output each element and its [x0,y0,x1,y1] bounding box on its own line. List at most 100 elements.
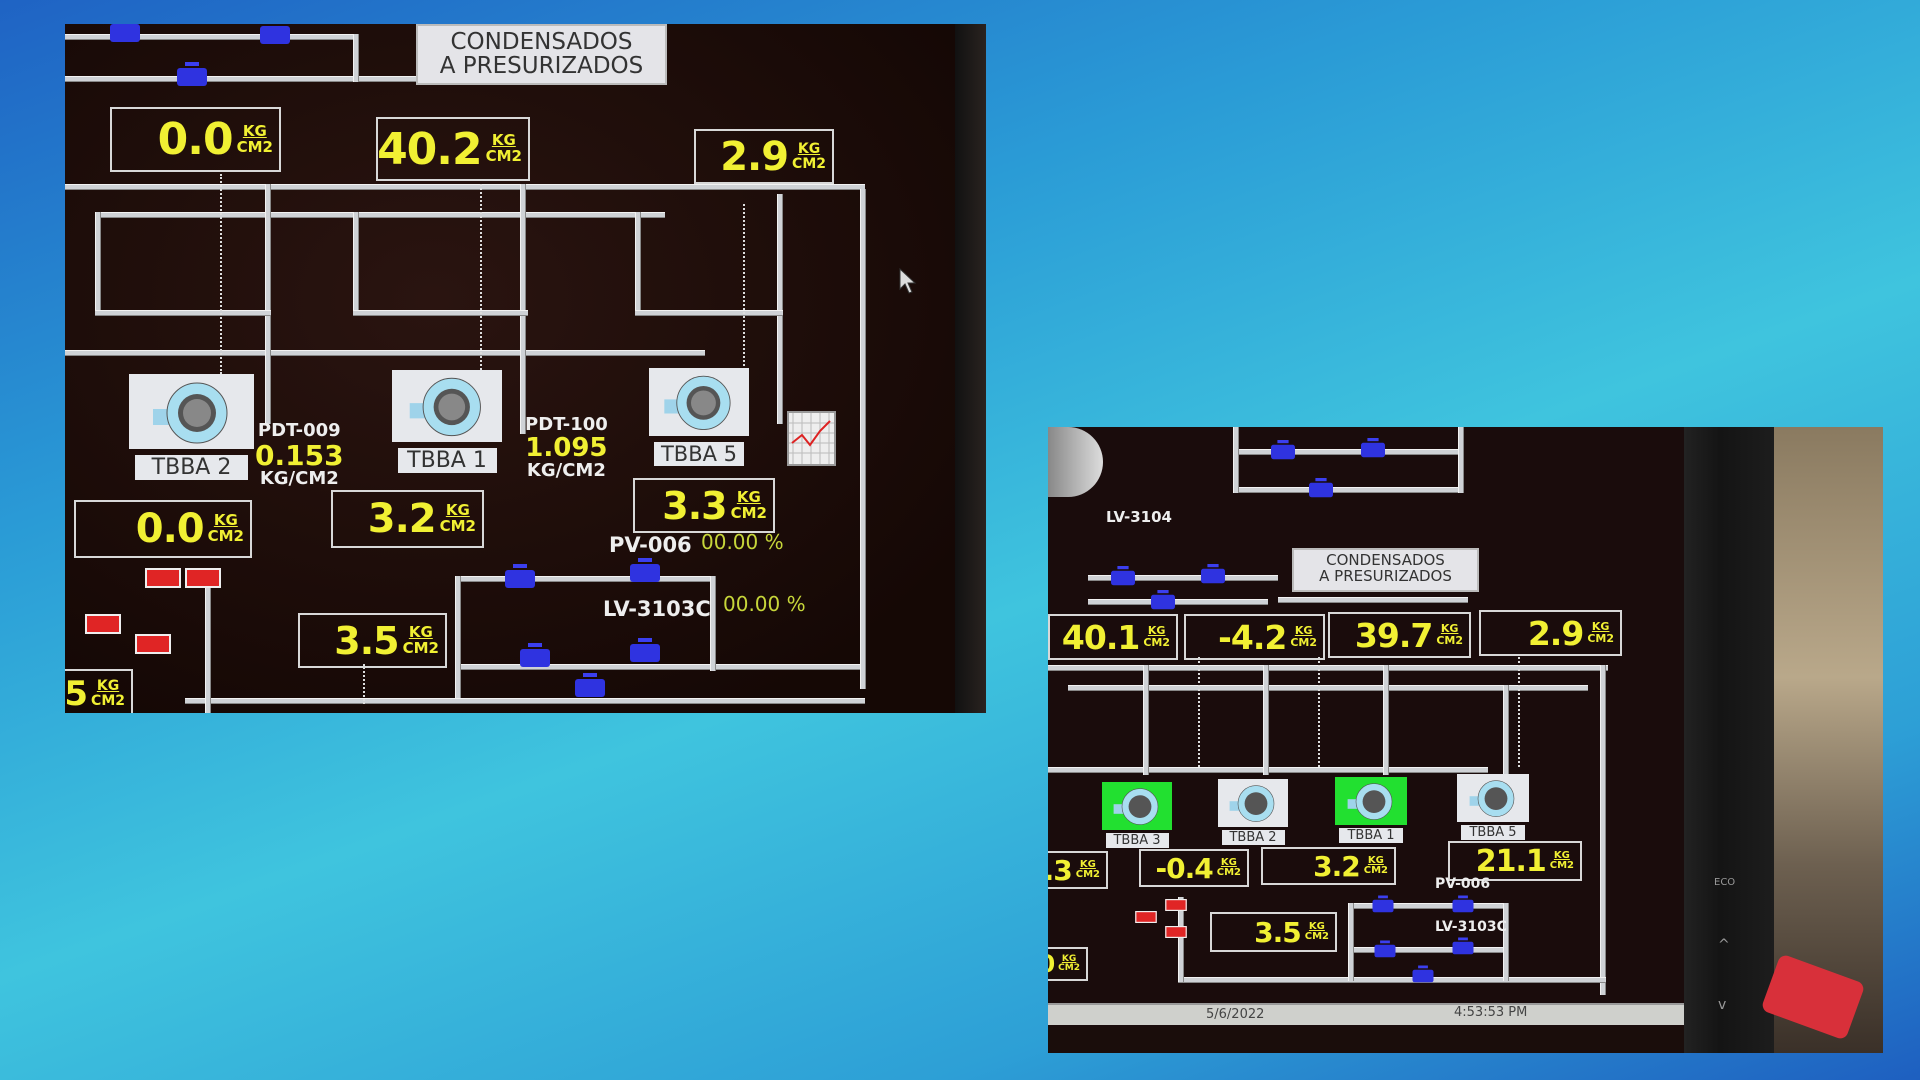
bezel-up-button[interactable]: ^ [1718,937,1730,953]
pump-tbba-1[interactable]: TBBA 1 [392,370,502,473]
transmitter-tag: PDT-009 [257,420,341,441]
unit-cm2: CM2 [402,638,439,657]
block-valve-icon [1374,940,1396,958]
transmitter-pdt-009: PDT-009 0.153 KG/CM2 [255,420,344,490]
status-date: 5/6/2022 [1206,1007,1265,1022]
gauge-value: 3.5 [334,618,399,663]
gauge-value: 39.7 [1354,615,1433,655]
block-valve-icon [1361,437,1385,458]
gauge-value: 5 [65,674,88,713]
unit-kg: KG [213,511,238,530]
unit-cm2: CM2 [792,155,826,172]
pump-icon [1229,785,1275,822]
block-valve-icon [110,24,140,42]
unit-cm2: CM2 [1075,869,1100,880]
block-valve-icon [1452,937,1474,955]
valve-percent: 00.00 % [723,592,806,616]
block-valve-icon [630,638,660,662]
unit-cm2: CM2 [439,517,476,535]
pump-icon [152,382,227,443]
pump-tbba-1[interactable]: TBBA 1 [1335,777,1407,843]
control-valve-icon [1160,446,1182,482]
pump-tbba-3[interactable]: TBBA 3 [1102,782,1172,848]
gauge-value: 21.1 [1475,843,1547,879]
pump-label: TBBA 2 [1221,830,1285,845]
pump-tbba-5[interactable]: TBBA 5 [649,368,749,466]
monitor-bezel [955,24,986,713]
transmitter-value: 1.095 [525,432,608,463]
bezel-down-button[interactable]: v [1718,997,1727,1013]
unit-kg: KG [96,678,120,695]
gauge-value: -4.2 [1218,617,1287,657]
valve-tag: PV-006 [609,533,692,557]
monitor-screen [1048,427,1684,1027]
control-valve-icon [1408,926,1430,962]
pump-tbba-5[interactable]: TBBA 5 [1457,774,1529,840]
background-equipment [1774,427,1883,1053]
red-valve-icon [1165,899,1187,911]
block-valve-icon [575,673,605,697]
unit-kg: KG [1591,620,1610,634]
unit-kg: KG [1061,953,1077,964]
unit-cm2: CM2 [730,503,767,522]
unit-kg: KG [1367,854,1384,866]
unit-cm2: CM2 [485,147,522,165]
unit-kg: KG [408,622,433,641]
pump-label: TBBA 1 [397,448,497,473]
red-valve-icon [185,568,221,588]
pump-icon [1113,788,1159,825]
unit-kg: KG [736,487,761,506]
unit-kg: KG [1294,624,1313,638]
pump-icon [409,377,481,437]
status-time: 4:53:53 PM [1454,1005,1528,1020]
condensados-title-box: CONDENSADOS A PRESURIZADOS [416,24,667,85]
transmitter-pdt-100: PDT-100 1.095 KG/CM2 [525,415,608,481]
red-valve-icon [85,614,121,634]
block-valve-icon [260,26,290,44]
valve-tag: LV-3103C [1435,919,1507,935]
transmitter-unit: KG/CM2 [259,468,339,490]
gauge-value: 3.3 [662,483,727,528]
eco-button[interactable]: ECO [1714,877,1736,888]
pump-tbba-2[interactable]: TBBA 2 [129,374,254,480]
title-line: CONDENSADOS [1326,551,1445,569]
unit-kg: KG [1079,858,1096,870]
gauge-value: 2.9 [720,133,789,180]
unit-kg: KG [242,121,267,140]
control-valve-icon [1239,711,1264,753]
valve-tag: PV-006 [1435,876,1491,892]
mouse-cursor-icon [899,268,917,294]
control-valve-icon [1361,708,1386,750]
block-valve-icon [1452,895,1474,913]
block-valve-icon [1201,563,1225,584]
unit-cm2: CM2 [1549,860,1574,871]
pump-label: TBBA 2 [135,455,248,480]
unit-kg: KG [1220,856,1237,868]
tank-icon [1048,427,1103,497]
status-bar: 5/6/2022 4:53:53 PM [1048,1003,1684,1025]
control-valve-icon [1116,714,1141,756]
trend-chart-button[interactable] [787,411,836,466]
pump-tbba-2[interactable]: TBBA 2 [1218,779,1288,845]
unit-cm2: CM2 [1304,931,1329,942]
red-valve-icon [1165,926,1187,938]
gauge-value: 40.2 [377,123,483,175]
unit-cm2: CM2 [1290,636,1317,649]
block-valve-icon [1151,589,1175,610]
gauge-value: 40.1 [1061,617,1140,657]
title-line: A PRESURIZADOS [439,53,644,80]
pump-icon [664,375,731,430]
block-valve-icon [1412,965,1434,983]
block-valve-icon [630,558,660,582]
gauge-value: 3.2 [1313,849,1361,883]
